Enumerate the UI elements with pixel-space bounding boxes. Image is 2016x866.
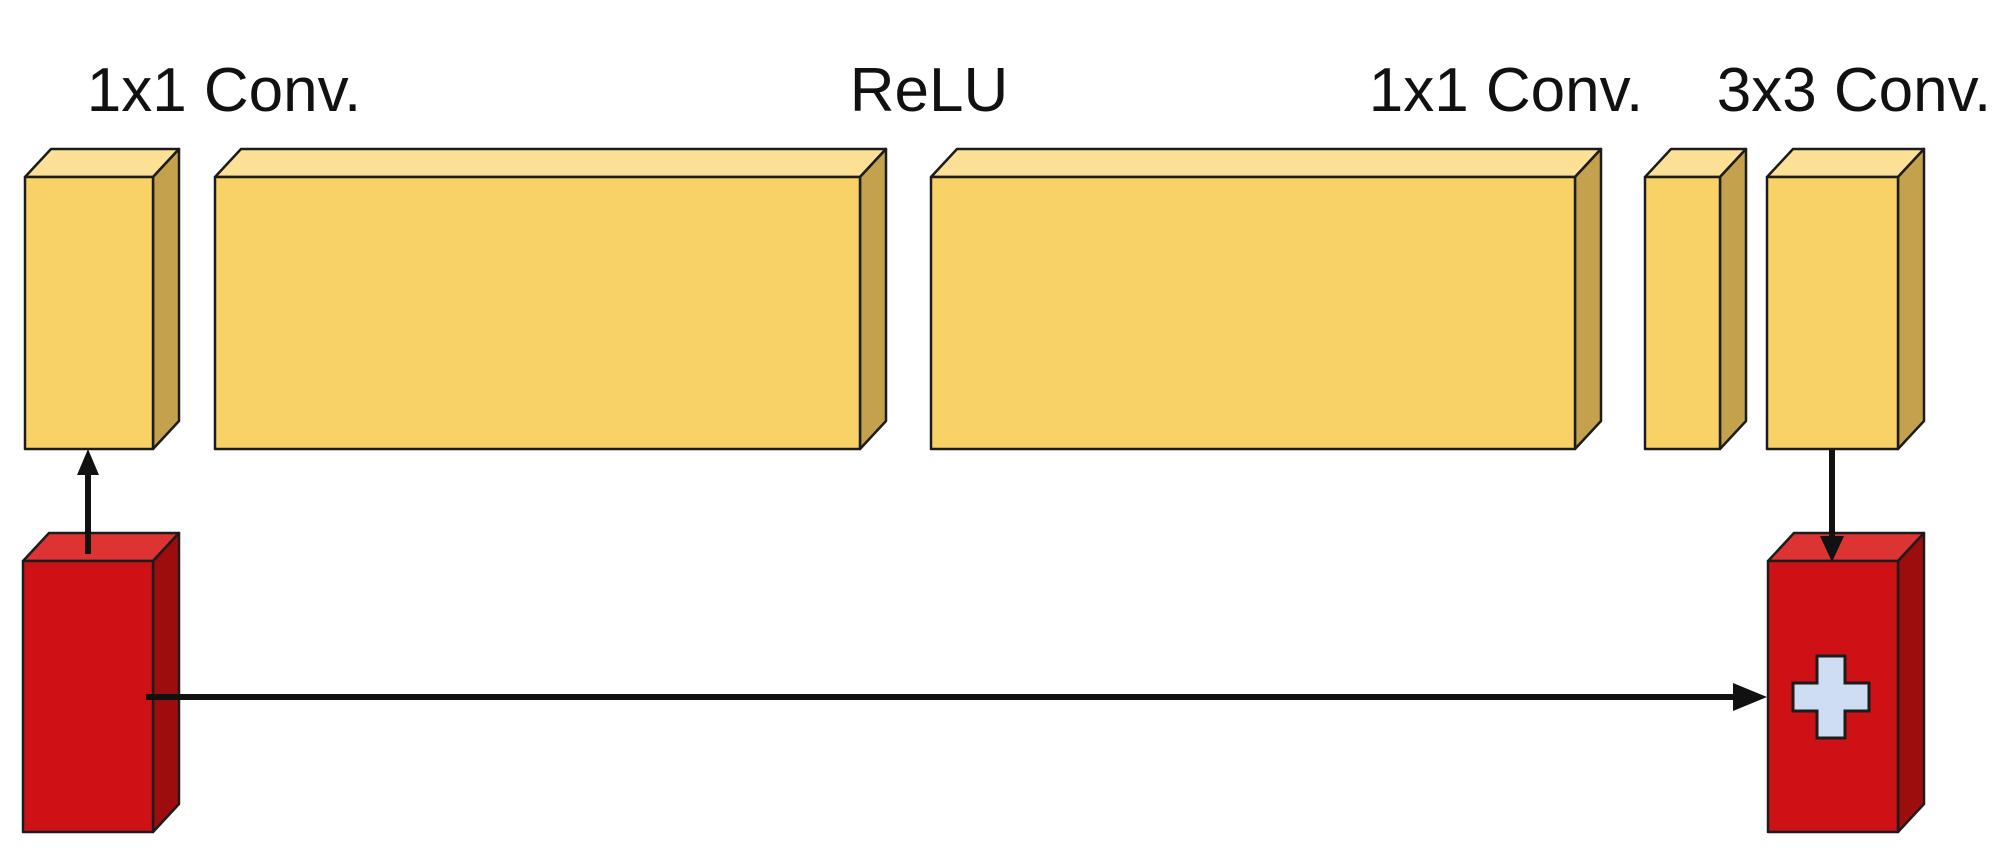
arrow-head xyxy=(1733,683,1767,711)
input-tensor-box xyxy=(21,531,181,834)
box-side-face xyxy=(858,147,888,451)
box-side-face xyxy=(1573,147,1603,451)
conv1x1-layer-box-2 xyxy=(1643,147,1748,451)
box-side-face xyxy=(151,147,181,451)
feature-map-box-2 xyxy=(929,147,1603,451)
output-down-arrow xyxy=(1820,449,1844,562)
arrow-head xyxy=(1820,536,1844,562)
conv1x1-layer-box-1 xyxy=(23,147,181,451)
feature-map-box-1 xyxy=(213,147,888,451)
box-front-face xyxy=(213,175,862,451)
box-front-face xyxy=(23,175,155,451)
input-up-arrow xyxy=(77,449,99,554)
arrow-head xyxy=(77,449,99,475)
box-side-face xyxy=(1718,147,1748,451)
box-side-face xyxy=(1896,531,1926,834)
box-front-face xyxy=(1643,175,1722,451)
box-front-face xyxy=(1765,175,1900,451)
label-conv1x1-a: 1x1 Conv. xyxy=(87,56,362,125)
box-side-face xyxy=(1896,147,1926,451)
label-conv3x3: 3x3 Conv. xyxy=(1717,56,1992,125)
skip-connection-arrow xyxy=(146,683,1767,711)
label-conv1x1-b: 1x1 Conv. xyxy=(1369,56,1644,125)
box-front-face xyxy=(21,559,155,834)
box-top-face xyxy=(213,147,888,179)
label-relu: ReLU xyxy=(850,56,1009,125)
conv3x3-layer-box xyxy=(1765,147,1926,451)
plus-icon xyxy=(1791,654,1871,740)
box-front-face xyxy=(929,175,1577,451)
box-side-face xyxy=(151,531,181,834)
box-top-face xyxy=(929,147,1603,179)
